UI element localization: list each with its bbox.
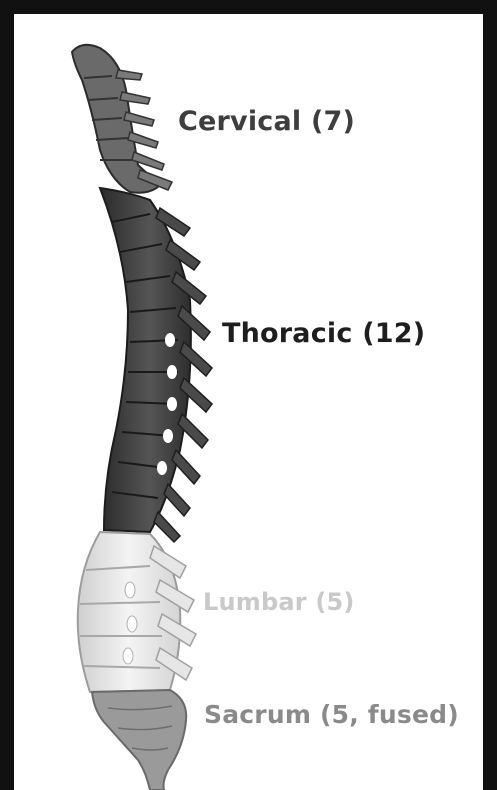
lumbar-label: Lumbar (5) [203, 588, 355, 616]
thoracic-label: Thoracic (12) [222, 318, 425, 349]
lumbar-region [78, 532, 196, 692]
cervical-label: Cervical (7) [178, 106, 355, 137]
sacrum-label: Sacrum (5, fused) [204, 700, 459, 729]
sacrum-region [92, 690, 186, 790]
cervical-region [72, 45, 172, 193]
thoracic-region [100, 188, 212, 542]
